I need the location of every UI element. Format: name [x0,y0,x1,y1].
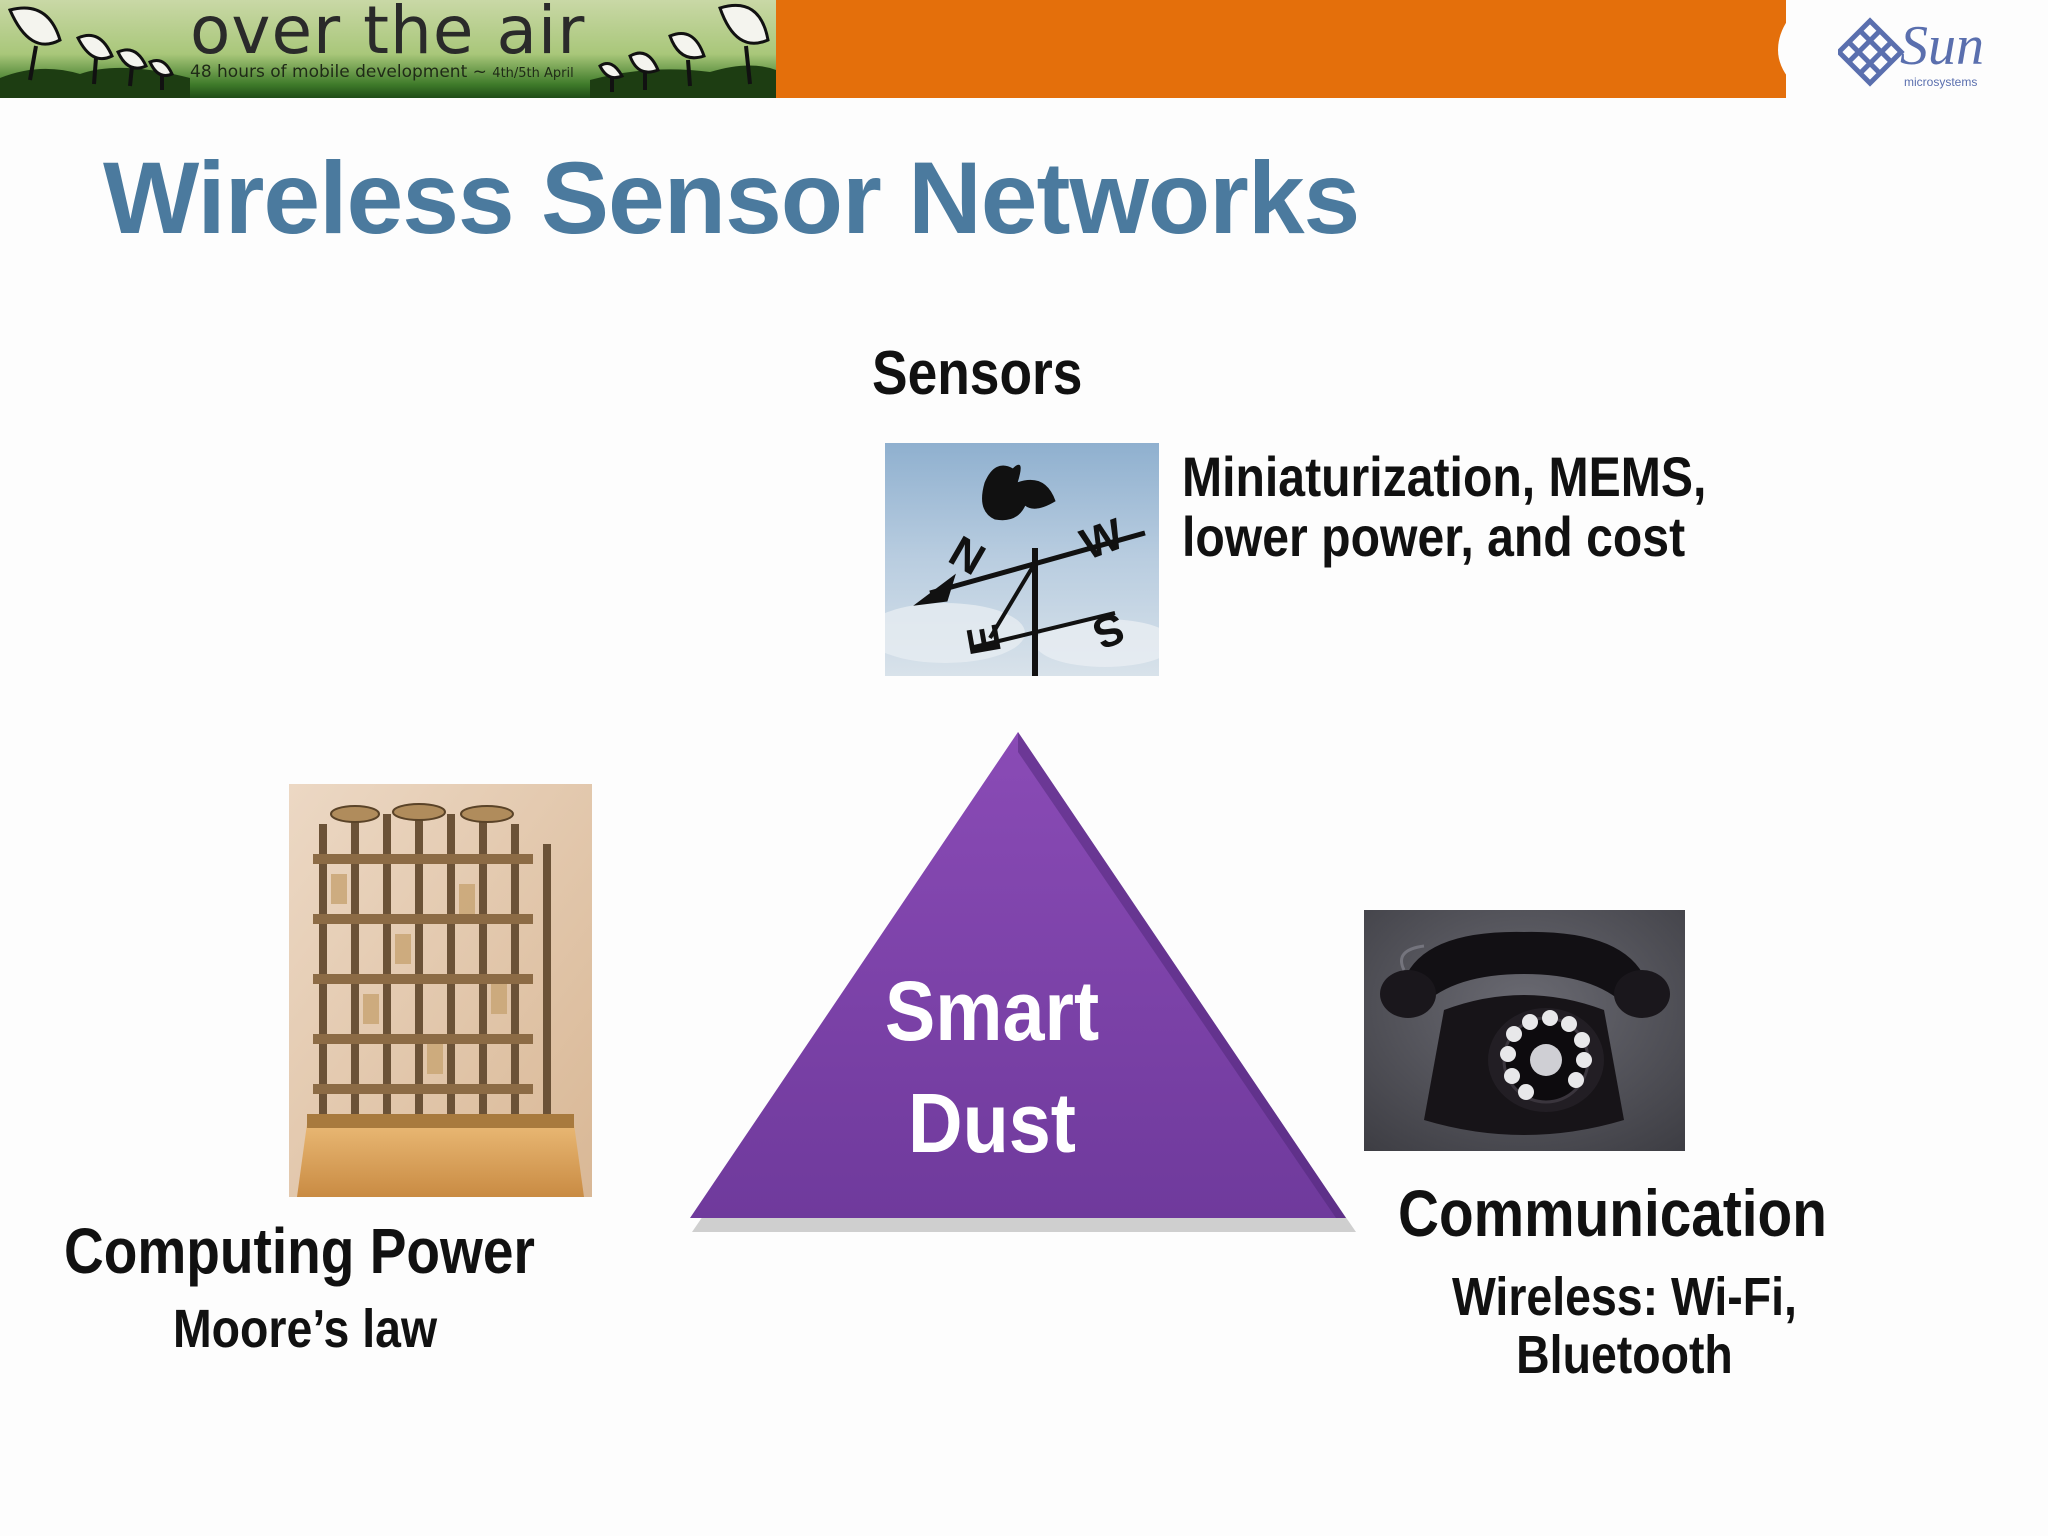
smart-dust-triangle [690,732,1356,1232]
satellite-dish-icon [590,3,776,98]
slide-title: Wireless Sensor Networks [103,141,1360,255]
difference-engine-image [289,784,592,1197]
computing-subtext: Moore’s law [173,1299,438,1359]
communication-description: Wireless: Wi-Fi, Bluetooth [1452,1268,1797,1384]
event-tagline: 48 hours of mobile development ~ [190,62,487,82]
telephone-image [1364,910,1685,1151]
event-title: over the air [190,0,586,69]
difference-engine-icon [289,784,592,1197]
sensors-line-1: Miniaturization, MEMS, [1182,445,1707,508]
event-subtitle: 48 hours of mobile development ~ 4th/5th… [190,62,574,82]
smart-dust-line-1: Smart [884,964,1100,1058]
header-banner: over the air 48 hours of mobile developm… [0,0,2048,130]
sensors-line-2: lower power, and cost [1182,505,1686,568]
satellite-dish-icon [0,6,190,98]
logo-brand: Sun [1900,15,1984,77]
event-date: 4th/5th April [492,66,574,81]
smart-dust-label: Smart Dust [857,955,1127,1179]
rotary-telephone-icon [1364,910,1685,1151]
weather-vane-icon: N W S E [885,443,1159,676]
event-banner: over the air 48 hours of mobile developm… [0,0,776,98]
smart-dust-line-2: Dust [907,1076,1076,1170]
logo-sub: microsystems [1904,75,1977,89]
communication-heading: Communication [1398,1176,1827,1250]
sun-microsystems-logo: Sun microsystems [1838,15,1984,89]
communication-line-2: Bluetooth [1516,1325,1733,1385]
orange-banner-strip [776,0,1786,98]
sensors-heading: Sensors [872,339,1083,408]
sensors-description: Miniaturization, MEMS, lower power, and … [1182,447,1706,567]
communication-line-1: Wireless: Wi-Fi, [1452,1267,1797,1327]
computing-heading: Computing Power [64,1215,535,1287]
weather-vane-image: N W S E [885,443,1159,676]
